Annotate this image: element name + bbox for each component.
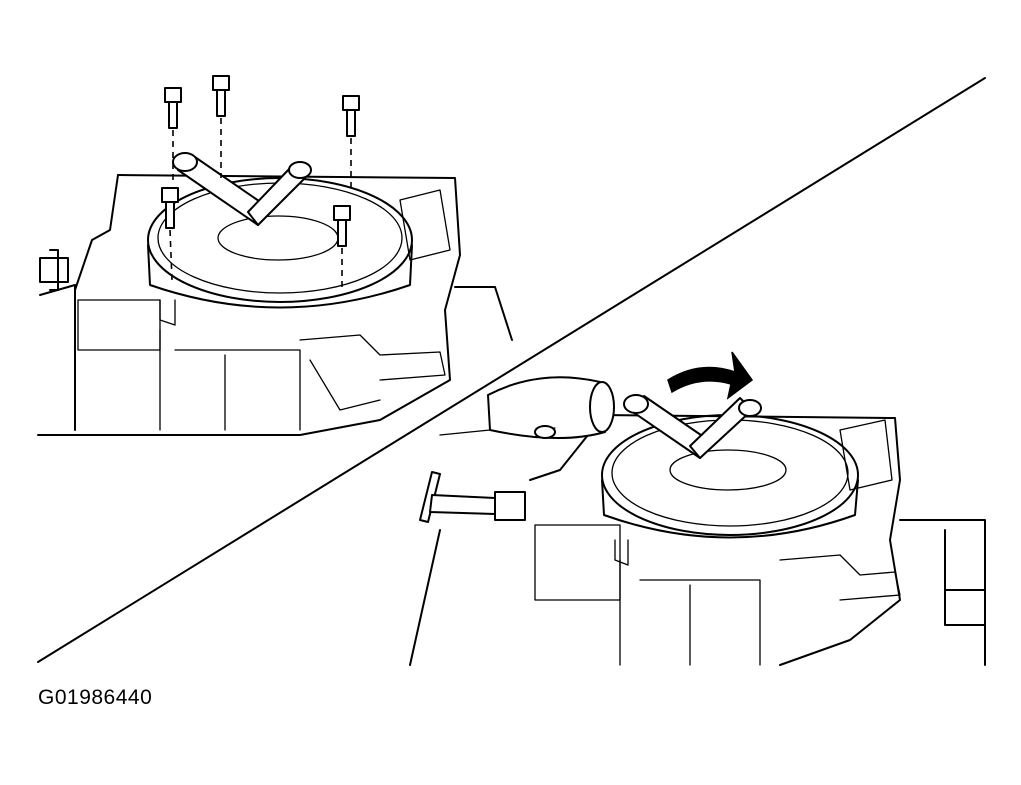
bolt <box>333 205 351 247</box>
bolt <box>164 87 182 129</box>
bolt <box>342 95 360 137</box>
figure-code: G01986440 <box>38 686 153 709</box>
drum-top <box>601 414 859 536</box>
bolt <box>161 187 179 229</box>
view-housing-rotation <box>409 351 986 666</box>
bolt <box>212 75 230 117</box>
rotation-arrow <box>667 351 754 400</box>
diagonal-divider <box>37 77 986 663</box>
view-bolt-removal <box>37 75 513 436</box>
t-handle-tool <box>419 471 441 523</box>
